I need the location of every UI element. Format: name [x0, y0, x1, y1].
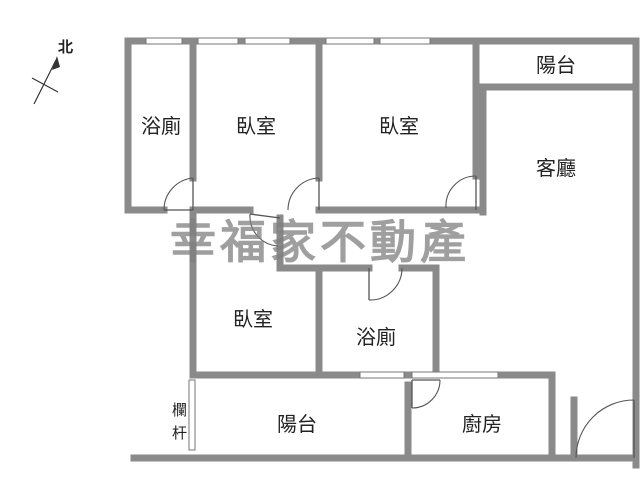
room-living-room: 客廳 — [536, 156, 576, 180]
railing-window — [188, 379, 196, 451]
window — [145, 37, 183, 45]
watermark: 幸福家不動產 — [170, 215, 470, 269]
room-bedroom-3: 臥室 — [233, 307, 273, 331]
north-label: 北 — [58, 38, 73, 56]
doors — [163, 175, 635, 459]
room-bathroom-center: 浴廁 — [356, 325, 396, 349]
compass: 北 — [31, 38, 73, 105]
door — [249, 213, 281, 247]
door — [287, 177, 320, 211]
room-bathroom-top: 浴廁 — [141, 114, 181, 138]
walls — [124, 37, 640, 469]
room-balcony-bottom: 陽台 — [277, 412, 317, 436]
window — [411, 371, 499, 379]
room-bedroom-2: 臥室 — [379, 114, 419, 138]
room-balcony-top: 陽台 — [536, 53, 576, 77]
door — [411, 379, 441, 409]
window — [379, 37, 431, 45]
door — [445, 175, 477, 210]
window — [359, 371, 405, 379]
room-kitchen: 廚房 — [462, 412, 502, 436]
railing-label-2: 杆 — [172, 424, 187, 442]
railing-label-1: 欄 — [172, 401, 187, 419]
door — [368, 267, 403, 301]
windows — [145, 37, 499, 451]
door — [163, 177, 194, 211]
window — [325, 37, 375, 45]
window — [244, 37, 291, 45]
window — [197, 37, 239, 45]
entrance-door — [575, 399, 635, 459]
room-bedroom-1: 臥室 — [236, 114, 276, 138]
